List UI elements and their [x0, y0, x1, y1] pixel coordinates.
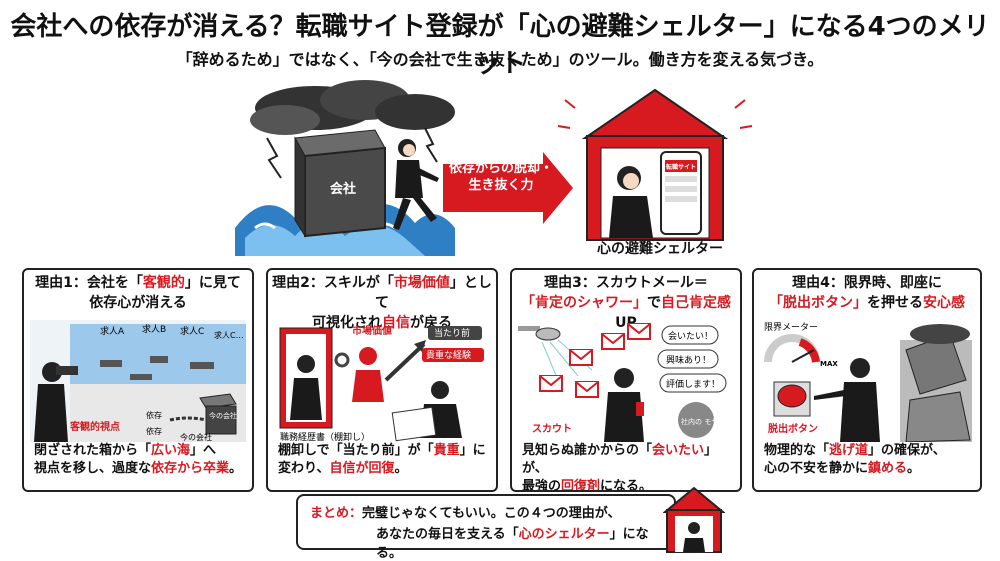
job-label-b: 求人B: [142, 323, 166, 335]
reason-4-heading: 理由4：限界時、即座に 「脱出ボタン」を押せる安心感: [769, 275, 965, 311]
reason-panel-4: 理由4：限界時、即座に 「脱出ボタン」を押せる安心感 限界メーター MAX 脱出…: [752, 268, 982, 492]
reason-panel-2: 理由2：スキルが「市場価値」として 可視化され自信が戻る 市場価値 当たり前 貴…: [266, 268, 498, 492]
reason-4-illustration: 限界メーター MAX 脱出ボタン: [764, 322, 972, 442]
bubble-evaluate: 評価します！: [666, 378, 720, 390]
job-label-d: 求人C…: [214, 330, 244, 340]
shelter-house: [557, 88, 753, 241]
small-shelter-house-icon: [663, 486, 725, 553]
reason-4-description: 物理的な「逃げ道」の確保が、 心の不安を静かに鎮める。: [764, 443, 946, 476]
bubble-want-to-meet: 会いたい！: [668, 330, 713, 342]
market-woman-figure: [352, 347, 384, 402]
arrow-label-line1: 依存からの脱却・: [448, 161, 553, 176]
reason-panel-1: 理由1：会社を「客観的」に見て 依存心が消える 求人A 求人B 求人C 求人C……: [22, 268, 254, 492]
reason-3-illustration: 会いたい！ 興味あり！ 評価します！ 社内の モヤモヤ スカウト: [518, 323, 732, 442]
scout-label: スカウト: [532, 423, 572, 435]
summary-line-2: あなたの毎日を支える「心のシェルター」になる。: [376, 527, 649, 561]
collapsing-building-icon: [900, 324, 972, 442]
tag-ordinary: 当たり前: [434, 327, 470, 339]
reason-2-illustration: 市場価値 当たり前 貴重な経験 職務経歴書（棚卸し）: [279, 324, 484, 442]
phone-woman-figure: [604, 368, 644, 442]
reason-1-heading: 理由1：会社を「客観的」に見て 依存心が消える: [35, 275, 241, 311]
mirror-woman-figure: [290, 355, 322, 420]
growth-arrow-icon: [384, 342, 426, 382]
bubble-interested: 興味あり！: [666, 354, 711, 366]
phone-label: 転職サイト: [666, 163, 696, 171]
shelter-label: 心の避難シェルター: [597, 241, 723, 257]
button-woman-figure: [814, 358, 880, 442]
objective-view-label: 客観的視点: [69, 420, 120, 433]
reason-3-description: 見知らぬ誰かからの「会いたい」が、 最強の回復剤になる。: [522, 443, 718, 492]
smartphone-icon: 転職サイト: [660, 151, 702, 235]
page-title: 会社への依存が消える？転職サイト登録が「心の避難シェルター」になる4つのメリット: [10, 12, 990, 79]
resume-label: 職務経歴書（棚卸し）: [280, 431, 370, 442]
current-company-label: 今の会社: [180, 432, 212, 442]
reason-3-heading: 理由3：スカウトメール＝ 「肯定のシャワー」で自己肯定感UP: [521, 275, 731, 331]
lightning-icon: [266, 127, 438, 179]
reason-1-description: 閉ざされた箱から「広い海」へ 視点を移し、過度な依存から卒業。: [34, 443, 243, 476]
storm-cloud-icon: [250, 80, 455, 135]
gear-icon: [334, 352, 350, 368]
reason-2-description: 棚卸しで「当たり前」が「貴重」に 変わり、自信が回復。: [278, 443, 486, 476]
box-label: 会社: [330, 181, 356, 197]
bubble-worries: 社内の モヤモヤ: [681, 417, 732, 426]
tag-valuable: 貴重な経験: [426, 349, 471, 361]
shelter-woman-figure: [609, 166, 653, 238]
limit-meter-label: 限界メーター: [764, 322, 818, 333]
reason-1-illustration: 求人A 求人B 求人C 求人C… 今の会社 客観的視点 依存 依存 今の会社: [30, 320, 246, 442]
arrow-label: 依存からの脱却・ 生き抜く力: [445, 160, 557, 194]
chain-label-1: 依存: [146, 410, 162, 420]
binoculars-woman-figure: [34, 362, 78, 442]
page-subtitle: 「辞めるため」ではなく、「今の会社で生き抜くため」のツール。働き方を変える気づき…: [176, 50, 824, 69]
summary-box: まとめ：完璧じゃなくてもいい。この４つの理由が、 あなたの毎日を支える「心のシェ…: [296, 494, 676, 561]
market-value-label: 市場価値: [352, 324, 392, 337]
chained-box-icon: 今の会社: [169, 393, 237, 435]
meter-max-label: MAX: [820, 360, 838, 368]
arrow-label-line2: 生き抜く力: [468, 178, 534, 193]
reason-2-heading: 理由2：スキルが「市場価値」として 可視化され自信が戻る: [272, 275, 492, 331]
mail-envelope-icon: [539, 323, 651, 398]
reason-panel-3: 理由3：スカウトメール＝ 「肯定のシャワー」で自己肯定感UP 会いたい！ 興味あ…: [510, 268, 742, 492]
chained-box-label: 今の会社: [209, 411, 237, 420]
escape-button-label: 脱出ボタン: [768, 422, 818, 435]
gauge-icon: [764, 334, 820, 363]
job-label-a: 求人A: [100, 325, 125, 337]
job-label-c: 求人C: [180, 325, 204, 337]
running-woman-figure: [393, 139, 439, 230]
escape-button-icon: [773, 381, 811, 417]
hero-illustration: 会社 転職サイト: [235, 80, 753, 256]
summary-line-1: まとめ：完璧じゃなくてもいい。この４つの理由が、: [310, 506, 621, 521]
chain-label-2: 依存: [146, 426, 162, 436]
company-box: 会社: [294, 129, 386, 238]
transition-arrow: [443, 152, 573, 224]
